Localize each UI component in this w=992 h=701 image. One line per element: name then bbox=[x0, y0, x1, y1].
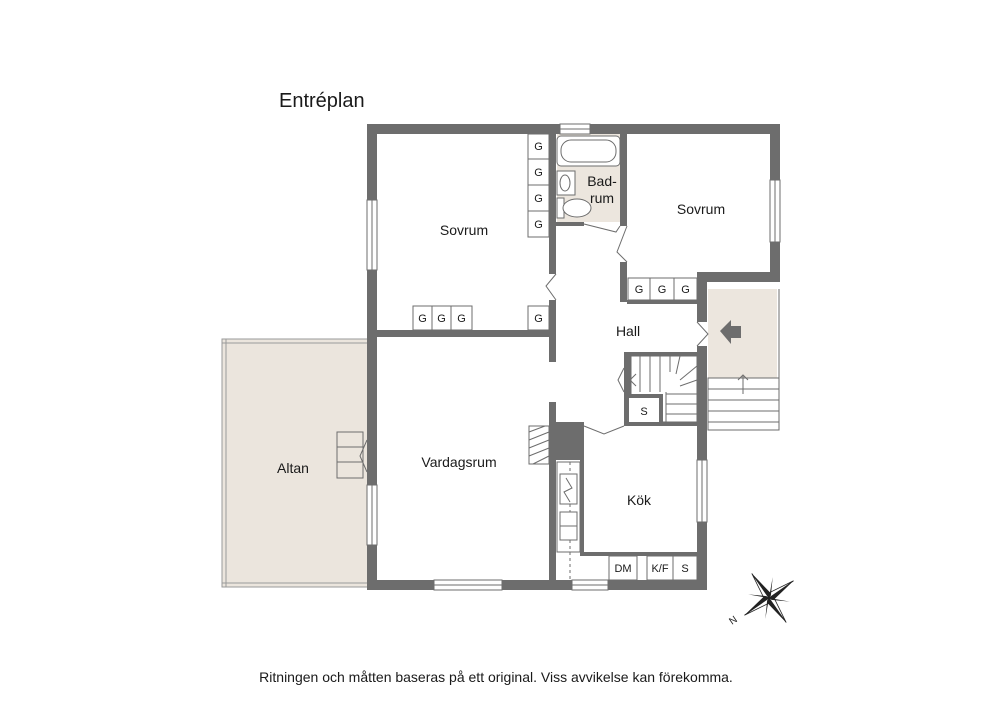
room-label-sovrum-1: Sovrum bbox=[440, 222, 488, 238]
dishwasher-label: DM bbox=[614, 563, 631, 575]
wardrobe-label: G bbox=[534, 219, 543, 231]
wardrobe-label: G bbox=[635, 284, 644, 296]
room-label-badrum-2: rum bbox=[590, 190, 614, 206]
room-label-hall: Hall bbox=[616, 323, 640, 339]
altan-steps bbox=[336, 431, 364, 479]
disclaimer-text: Ritningen och måtten baseras på ett orig… bbox=[259, 669, 733, 685]
wardrobe-label: G bbox=[534, 141, 543, 153]
stair-storage-label: S bbox=[640, 406, 647, 418]
kitchen-storage-label: S bbox=[681, 563, 688, 575]
entrance-arrow-icon bbox=[720, 320, 741, 344]
stair-storage bbox=[625, 394, 663, 426]
room-label-altan: Altan bbox=[277, 460, 309, 476]
fireplace bbox=[528, 425, 550, 465]
wardrobe-label: G bbox=[457, 313, 466, 325]
stairs bbox=[629, 355, 698, 423]
plan-title: Entréplan bbox=[279, 90, 365, 112]
wardrobe-label: G bbox=[418, 313, 427, 325]
wardrobe-label: G bbox=[681, 284, 690, 296]
compass-north-letter: N bbox=[727, 614, 739, 627]
kitchen-counter bbox=[556, 461, 581, 580]
bathroom-fixtures bbox=[556, 135, 621, 219]
room-label-badrum-1: Bad- bbox=[587, 173, 617, 189]
wardrobe-column-sovrum-1: G G G G bbox=[527, 133, 550, 238]
fridge-freezer-label: K/F bbox=[651, 563, 668, 575]
room-label-kok: Kök bbox=[627, 492, 652, 508]
wardrobe-label: G bbox=[437, 313, 446, 325]
entrance-steps bbox=[707, 289, 780, 431]
room-label-vardagsrum: Vardagsrum bbox=[421, 454, 496, 470]
kitchen-appliances: DM K/F S bbox=[608, 555, 698, 581]
wardrobe-label: G bbox=[534, 193, 543, 205]
room-label-sovrum-2: Sovrum bbox=[677, 201, 725, 217]
wardrobe-row-sovrum-1: G G G G bbox=[412, 305, 550, 331]
doors bbox=[359, 223, 709, 473]
wardrobe-label: G bbox=[534, 313, 543, 325]
wardrobe-label: G bbox=[534, 167, 543, 179]
wardrobe-row-sovrum-2: G G G bbox=[627, 277, 698, 301]
wardrobe-label: G bbox=[658, 284, 667, 296]
windows bbox=[366, 123, 781, 591]
compass-rose-icon bbox=[744, 573, 794, 623]
